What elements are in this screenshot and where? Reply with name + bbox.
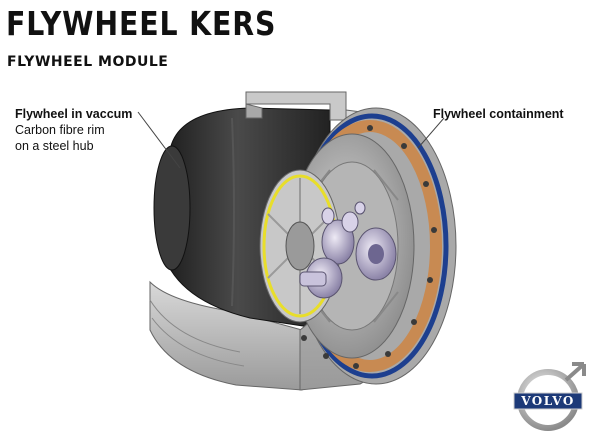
leader-line-flywheel [137, 111, 181, 169]
callout-line: Carbon fibre rim [15, 123, 105, 137]
callout-flywheel-in-vacuum: Flywheel in vaccum Carbon fibre rim on a… [15, 106, 132, 154]
callout-line: on a steel hub [15, 139, 94, 153]
callout-flywheel-containment: Flywheel containment [433, 106, 564, 122]
containment-bolts [301, 125, 437, 369]
page-subtitle: FLYWHEEL MODULE [7, 54, 169, 70]
lower-housing-shell [149, 280, 303, 391]
callout-heading: Flywheel containment [433, 107, 564, 121]
leader-line-containment [417, 117, 445, 149]
drive-components [299, 201, 397, 299]
volvo-logo-text: VOLVO [520, 394, 575, 408]
callout-heading: Flywheel in vaccum [15, 107, 133, 121]
volvo-logo: VOLVO [513, 362, 586, 431]
upper-housing-section [245, 91, 347, 121]
page-title: FLYWHEEL KERS [6, 4, 277, 43]
